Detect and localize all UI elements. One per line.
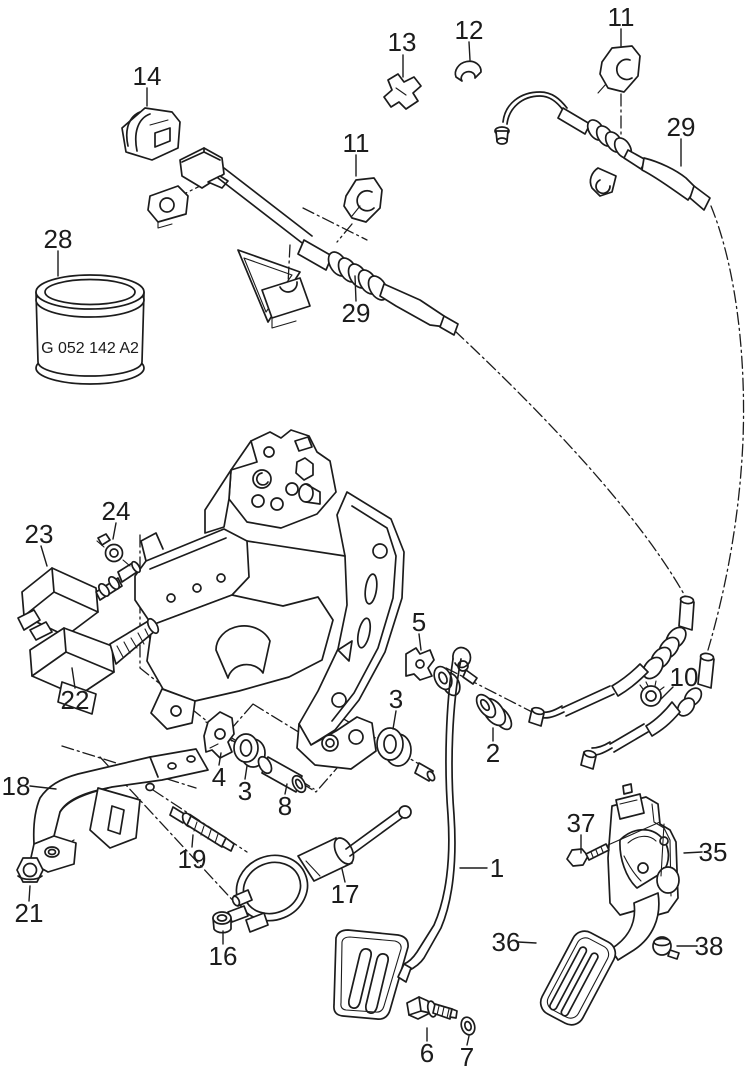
callout-leader-lines [28, 28, 703, 1046]
cable-clip-11-top [597, 45, 641, 94]
small-bracket-plate [147, 185, 189, 229]
callout-16-21[interactable]: 16 [208, 941, 238, 971]
callout-10-14[interactable]: 10 [669, 662, 699, 692]
pedal-module-pad-36 [539, 930, 617, 1026]
callout-3-17[interactable]: 3 [237, 776, 253, 806]
callout-28-7[interactable]: 28 [43, 224, 73, 254]
support-bracket-18 [29, 748, 209, 873]
adjuster-nut-10 [639, 680, 665, 707]
cable-end-connector [179, 147, 229, 189]
nut-16 [212, 911, 232, 934]
callout-3-12[interactable]: 3 [388, 684, 404, 714]
accelerator-pedal-rod-1 [397, 646, 472, 983]
cable-clip-12 [454, 60, 482, 82]
callout-36-26[interactable]: 36 [491, 927, 521, 957]
callout-19-19[interactable]: 19 [177, 844, 207, 874]
callout-6-28[interactable]: 6 [419, 1038, 435, 1068]
stop-pin [414, 762, 436, 782]
switch-23 [17, 560, 141, 641]
callout-2-13[interactable]: 2 [485, 738, 501, 768]
pedal-bracket [134, 429, 405, 770]
callout-37-24[interactable]: 37 [566, 808, 596, 838]
callout-14-0[interactable]: 14 [132, 61, 162, 91]
callout-38-27[interactable]: 38 [694, 931, 724, 961]
callout-5-11[interactable]: 5 [411, 607, 427, 637]
bolt-6 [406, 996, 458, 1020]
accelerator-cable-upper [217, 167, 459, 336]
callout-21-20[interactable]: 21 [14, 898, 44, 928]
accelerator-cable-top-right [494, 91, 711, 211]
cable-end-far [580, 652, 715, 770]
callout-23-8[interactable]: 23 [24, 519, 54, 549]
cable-clip-11-middle [343, 177, 383, 223]
retaining-clip-5 [405, 647, 435, 681]
callout-7-29[interactable]: 7 [459, 1042, 475, 1072]
grease-can-label: G 052 142 A2 [41, 340, 139, 357]
callout-17-22[interactable]: 17 [330, 879, 360, 909]
cable-end-near [528, 595, 695, 727]
callout-11-3[interactable]: 11 [607, 2, 635, 32]
cable-holder-clip-14 [121, 107, 181, 161]
callout-1-23[interactable]: 1 [489, 853, 505, 883]
callout-29-4[interactable]: 29 [666, 112, 696, 142]
cable-clip-13 [383, 73, 422, 110]
spacer-sleeve-8 [257, 755, 307, 794]
callout-22-10[interactable]: 22 [60, 685, 90, 715]
callout-4-16[interactable]: 4 [211, 762, 227, 792]
clip-nut-4 [203, 711, 235, 759]
callout-13-1[interactable]: 13 [387, 27, 417, 57]
pedal-module-35 [607, 783, 680, 961]
pedal-cap-38 [652, 936, 680, 960]
accelerator-pedal-pad-1 [333, 929, 409, 1020]
vacuum-actuator-17 [227, 805, 412, 933]
grease-can: G 052 142 A2 [35, 274, 145, 385]
washer-7 [460, 1016, 476, 1036]
screw-19 [169, 806, 235, 852]
callout-8-18[interactable]: 8 [277, 791, 293, 821]
bolt-37 [566, 821, 661, 867]
grommet-3-center [376, 727, 412, 767]
callout-24-9[interactable]: 24 [101, 496, 131, 526]
switch-22 [29, 617, 160, 715]
grommet-2 [475, 693, 513, 731]
locking-ring-24 [96, 533, 131, 567]
callout-18-15[interactable]: 18 [1, 771, 31, 801]
callout-29-6[interactable]: 29 [341, 298, 371, 328]
callout-35-25[interactable]: 35 [698, 837, 728, 867]
triangle-bracket [237, 249, 311, 329]
hex-nut-21 [16, 857, 44, 883]
callout-12-2[interactable]: 12 [454, 15, 484, 45]
callout-11-5[interactable]: 11 [342, 128, 370, 158]
